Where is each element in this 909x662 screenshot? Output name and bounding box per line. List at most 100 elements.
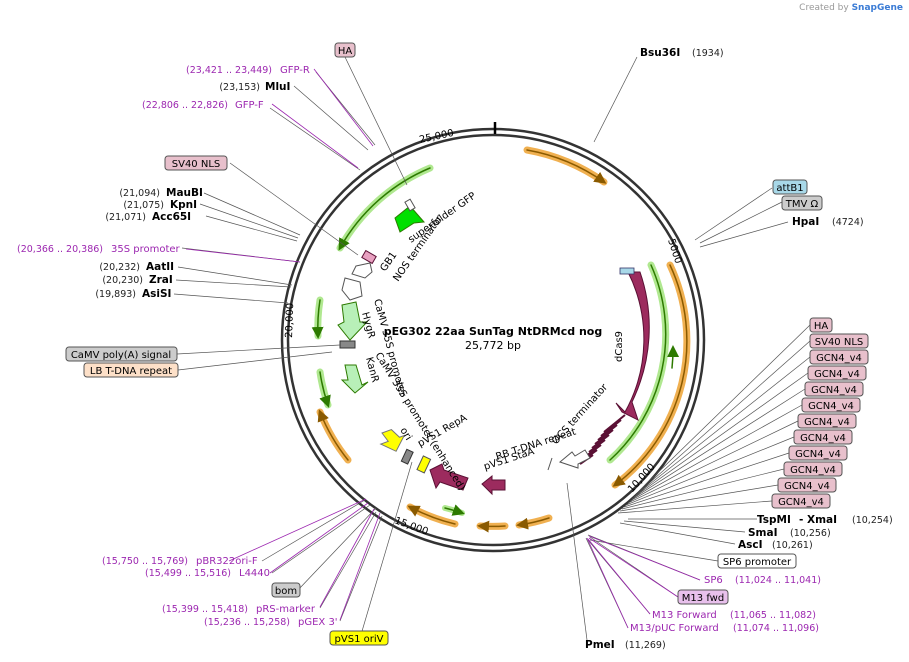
box-bom	[271, 582, 301, 598]
enzyme-asisi[interactable]: AsiSI	[142, 288, 171, 300]
enzyme-asci[interactable]: AscI	[738, 539, 763, 551]
enzyme-smai[interactable]: SmaI	[748, 527, 778, 539]
label-gcn4-6[interactable]: GCN4_v4	[800, 433, 846, 444]
attb1-block	[619, 267, 635, 275]
pos-pgex3: (15,236 .. 15,258)	[204, 617, 290, 628]
snapgene-credit: Created by SnapGene	[799, 3, 903, 13]
label-gcn4-7[interactable]: GCN4_v4	[795, 449, 841, 460]
ruler-label-20000: 20,000	[284, 303, 296, 338]
pos-m13-puc-forward: (11,074 .. 11,096)	[733, 623, 819, 634]
backbone-outer	[280, 127, 706, 553]
box-camv-polya	[65, 346, 178, 362]
gb1-block	[361, 249, 377, 265]
label-tmv[interactable]: TMV Ω	[785, 199, 819, 210]
label-ha-left[interactable]: HA	[338, 46, 353, 57]
label-sp6-promoter[interactable]: SP6 promoter	[723, 557, 792, 568]
pos-bsu36i: (1934)	[692, 48, 724, 59]
label-gcn4-2[interactable]: GCN4_v4	[814, 369, 860, 380]
pos-m13-forward: (11,065 .. 11,082)	[730, 610, 816, 621]
enzyme-mlui[interactable]: MluI	[265, 81, 290, 93]
nos-terminator	[351, 262, 373, 279]
left-labels: HA (23,421 .. 23,449) GFP-R (23,153) Mlu…	[17, 42, 389, 646]
pos-gfp-r: (23,421 .. 23,449)	[186, 65, 272, 76]
plasmid-length: 25,772 bp	[465, 339, 521, 352]
pos-gfp-f: (22,806 .. 22,826)	[142, 100, 228, 111]
primer-m13-forward[interactable]: M13 Forward	[652, 610, 717, 621]
label-m13-fwd[interactable]: M13 fwd	[682, 593, 724, 604]
primer-pbr322ori-f[interactable]: pBR322ori-F	[196, 556, 258, 567]
box-sp6-promoter	[717, 553, 797, 569]
label-dcas9: dCas9	[614, 331, 625, 362]
box-pvs1-oriv	[329, 630, 389, 646]
enzyme-acc65i[interactable]: Acc65I	[152, 211, 191, 223]
primer-gfp-f[interactable]: GFP-F	[235, 100, 264, 111]
pvs1-staa-arrow	[481, 474, 506, 496]
gcn4-label-boxes: GCN4_v4 GCN4_v4 GCN4_v4 GCN4_v4 GCN4_v4 …	[771, 349, 869, 509]
pos-zrai: (20,230)	[102, 275, 143, 286]
label-ha-right[interactable]: HA	[814, 321, 829, 332]
enzyme-hpai[interactable]: HpaI	[792, 216, 819, 228]
pos-maubi: (21,094)	[119, 188, 160, 199]
label-gcn4-5[interactable]: GCN4_v4	[804, 417, 850, 428]
label-pvs1-oriv[interactable]: pVS1 oriV	[335, 634, 384, 645]
primer-prs-marker[interactable]: pRS-marker	[256, 604, 316, 615]
box-sv40-right	[809, 333, 869, 349]
label-gcn4-10[interactable]: GCN4_v4	[778, 497, 824, 508]
pos-pbr322ori-f: (15,750 .. 15,769)	[102, 556, 188, 567]
right-labels: Bsu36I (1934) attB1 TMV Ω HpaI (4724) HA…	[585, 47, 893, 651]
pos-kpni: (21,075)	[123, 200, 164, 211]
label-gcn4-4[interactable]: GCN4_v4	[808, 401, 854, 412]
enzyme-bsu36i[interactable]: Bsu36I	[640, 47, 680, 59]
box-lb-tdna	[83, 362, 179, 378]
label-gcn4-3[interactable]: GCN4_v4	[811, 385, 857, 396]
backbone-inner	[286, 133, 700, 547]
primer-35s-promoter[interactable]: 35S promoter	[111, 244, 181, 255]
superfolder-gfp-arrow	[394, 205, 426, 233]
credit-brand: SnapGene	[851, 3, 903, 13]
label-camv-polya[interactable]: CaMV poly(A) signal	[71, 350, 171, 361]
box-m13-fwd	[677, 589, 729, 605]
enzyme-kpni[interactable]: KpnI	[170, 199, 197, 211]
primer-l4440[interactable]: L4440	[239, 568, 270, 579]
enzyme-maubi[interactable]: MauBI	[166, 187, 203, 199]
label-gcn4-9[interactable]: GCN4_v4	[784, 481, 830, 492]
enzyme-tspmi[interactable]: TspMI	[757, 514, 791, 526]
pos-sp6: (11,024 .. 11,041)	[735, 575, 821, 586]
leader-lines-left	[173, 56, 413, 639]
label-lb-tdna[interactable]: LB T-DNA repeat	[90, 366, 172, 377]
pos-asci: (10,261)	[772, 540, 813, 551]
orange-arcs	[316, 146, 691, 533]
box-tmv	[781, 195, 823, 211]
pos-hpai: (4724)	[832, 217, 864, 228]
enzyme-aatii[interactable]: AatII	[146, 261, 174, 273]
camv-polya-block	[339, 340, 356, 349]
enzyme-xmai[interactable]: - XmaI	[799, 514, 837, 526]
leader-lines-right	[566, 56, 811, 641]
label-attb1[interactable]: attB1	[776, 183, 803, 194]
primer-leaders	[185, 68, 701, 629]
enzyme-zrai[interactable]: ZraI	[149, 274, 173, 286]
primer-gfp-r[interactable]: GFP-R	[280, 65, 310, 76]
pos-smai: (10,256)	[790, 528, 831, 539]
pos-l4440: (15,499 .. 15,516)	[145, 568, 231, 579]
label-sv40-left[interactable]: SV40 NLS	[172, 159, 221, 170]
enzyme-pmei[interactable]: PmeI	[585, 639, 615, 651]
ha-tag-block	[404, 198, 416, 212]
camv-35s-enhanced-arrow	[379, 429, 406, 452]
pos-mlui: (23,153)	[219, 82, 260, 93]
label-gcn4-8[interactable]: GCN4_v4	[790, 465, 836, 476]
box-sv40-left	[164, 155, 228, 171]
primer-m13-puc-forward[interactable]: M13/pUC Forward	[630, 623, 719, 634]
ori-block	[400, 448, 414, 465]
ocs-terminator	[558, 449, 591, 469]
box-ha-right	[809, 317, 833, 333]
pos-prs-marker: (15,399 .. 15,418)	[162, 604, 248, 615]
kanr-arrow	[340, 364, 369, 394]
label-bom[interactable]: bom	[275, 586, 297, 597]
primer-sp6[interactable]: SP6	[704, 575, 723, 586]
pvs1-repa-arrow	[429, 463, 469, 491]
label-gcn4-1[interactable]: GCN4_v4	[816, 353, 862, 364]
primer-pgex3[interactable]: pGEX 3'	[298, 617, 338, 628]
label-sv40-right[interactable]: SV40 NLS	[815, 337, 864, 348]
